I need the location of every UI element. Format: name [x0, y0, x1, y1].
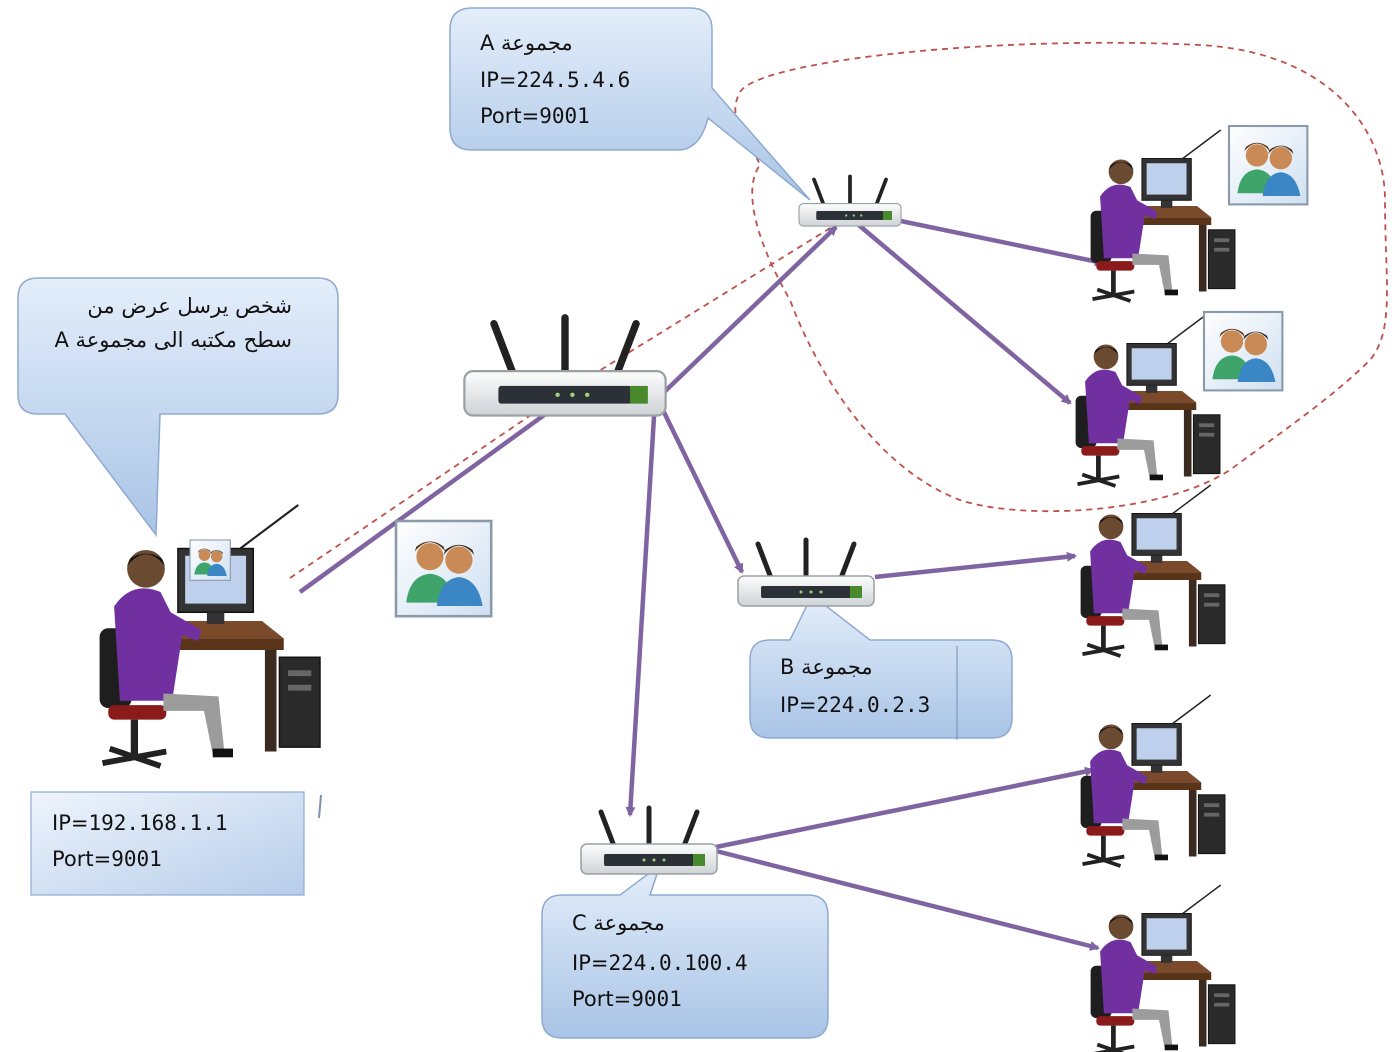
arrow-c-to-pc5	[715, 848, 1100, 951]
sender-caption-line-1: شخص يرسل عرض من	[87, 294, 292, 318]
group-b-name: مجموعة B	[780, 655, 873, 679]
router-icon-core	[464, 318, 665, 416]
user-group-icon-2	[1202, 310, 1284, 392]
user-group-icon-1	[1227, 124, 1309, 206]
group-a-callout-shape	[449, 7, 811, 201]
router-icon-a	[797, 174, 903, 228]
arrow-core-to-router-c	[625, 399, 658, 817]
arrow-sender-to-core	[298, 403, 560, 594]
router-icon-b	[738, 540, 874, 606]
arrow-a-to-pc2	[846, 214, 1072, 405]
sender-ip: IP=192.168.1.1	[52, 811, 228, 835]
workstation-user-icon-1	[1091, 130, 1235, 301]
arrow-c-to-pc4	[715, 766, 1095, 850]
group-c-port: Port=9001	[572, 987, 682, 1011]
sender-info-box	[30, 791, 305, 896]
group-a-ip: IP=224.5.4.6	[480, 68, 631, 92]
group-b-callout-shape	[749, 593, 1013, 739]
sender-box-tick	[318, 794, 322, 819]
group-c-name: مجموعة C	[572, 911, 665, 935]
group-a-boundary	[734, 41, 1388, 513]
arrow-b-to-pc3	[874, 551, 1077, 580]
workstation-user-icon-3	[1081, 485, 1225, 656]
sender-port: Port=9001	[52, 847, 162, 871]
workstation-user-icon-5	[1091, 885, 1235, 1052]
group-b-ip: IP=224.0.2.3	[780, 693, 931, 717]
group-c-callout-shape	[541, 862, 829, 1039]
group-a-name: مجموعة A	[480, 31, 573, 55]
router-icon-c	[581, 808, 717, 874]
arrows	[298, 207, 1105, 951]
sender-caption-line-2: سطح مكتبه الى مجموعة A	[54, 328, 292, 352]
sender-screen-users-icon	[189, 539, 231, 581]
user-group-icon-sender	[394, 519, 493, 618]
group-c-ip: IP=224.0.100.4	[572, 951, 748, 975]
group-a-port: Port=9001	[480, 104, 590, 128]
workstation-user-icon-2	[1076, 315, 1220, 486]
sender-callout-shape	[17, 277, 339, 538]
workstation-user-icon-4	[1081, 695, 1225, 866]
arrow-core-to-router-b	[655, 399, 745, 574]
arrow-core-to-router-a	[656, 225, 838, 400]
